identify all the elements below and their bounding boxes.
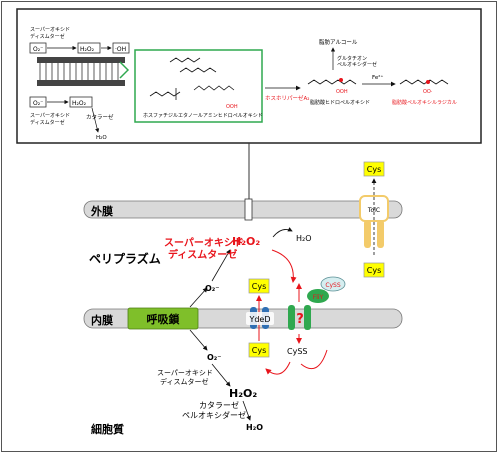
outer-membrane <box>83 200 403 219</box>
tolc-leg-right <box>377 220 384 248</box>
inset-sod-top-2: ディスムターゼ <box>30 33 65 40</box>
lipid-bilayer <box>37 57 130 86</box>
tolc-label: TolC <box>367 207 380 214</box>
h2o-cytoplasm: H₂O <box>246 423 263 432</box>
inset-h2o: H₂O <box>96 135 107 141</box>
fe-label: Fe²⁺ <box>372 74 383 81</box>
inset-sod-bottom-2: ディスムターゼ <box>30 119 65 126</box>
pla2-label: ホスホリパーゼA₂ <box>265 94 309 102</box>
inset-h2o2-top-box <box>77 42 101 54</box>
inset-oh-top: ·OH <box>115 46 126 53</box>
redox-cycle-right <box>300 349 328 370</box>
respiratory-chain-box <box>127 307 199 330</box>
cys-lower-box <box>363 262 385 278</box>
respiratory-chain-label: 呼吸鎖 <box>147 312 181 326</box>
cys-cytoplasm: Cys <box>252 346 267 355</box>
redox-cycle-top <box>271 249 297 283</box>
sod-cytoplasm-1: スーパーオキシド <box>157 369 213 377</box>
cyss-periplasm: CySS <box>325 282 341 289</box>
h2o-periplasm: H₂O <box>296 234 312 243</box>
sod-cytoplasm-2: ディスムターゼ <box>160 377 209 386</box>
cys-outside: Cys <box>367 165 382 174</box>
inset-sod-top-1: スーパーオキシド <box>30 27 70 33</box>
unknown-transporter-label: ? <box>296 312 304 327</box>
h2o2-cytoplasm: H₂O₂ <box>229 387 257 400</box>
inset-o2-top-box <box>29 42 47 54</box>
cys-periplasm-box <box>248 278 270 294</box>
inset-o2-top: O₂⁻ <box>33 46 43 53</box>
sod-periplasm-2: ディスムターゼ <box>168 248 237 261</box>
cys-outside-box <box>363 161 385 177</box>
inset-h2o2-bottom: H₂O₂ <box>72 100 87 107</box>
inset-sod-bottom-1: スーパーオキシド <box>30 113 70 119</box>
fa-hydroperoxide-chain <box>307 79 357 85</box>
inset-o2-bottom: O₂⁻ <box>33 100 43 107</box>
inset-h2o2-bottom-box <box>69 96 93 108</box>
fa-oo: OO· <box>423 89 433 95</box>
unknown-transporter-right <box>304 305 311 330</box>
fa-radical-label: 脂肪酸ペルオキシルラジカル <box>392 99 457 106</box>
sod-periplasm-1: スーパーオキシド <box>164 237 244 249</box>
ydeD-label-bg <box>246 312 274 325</box>
o2-cytoplasm: O₂⁻ <box>207 353 222 362</box>
cys-cytoplasm-box <box>248 342 270 358</box>
fliy-protein <box>307 289 329 303</box>
gpx-label-2: ペルオキシダーゼ <box>337 61 377 68</box>
cytoplasm-label: 細胞質 <box>91 422 124 436</box>
outer-membrane-label: 外膜 <box>90 204 113 218</box>
fa-hydroperoxide-site <box>339 78 343 82</box>
unknown-transporter-left <box>288 305 295 330</box>
pe-ooh-label: OOH <box>226 104 238 110</box>
fliy-label: FliY <box>313 294 324 301</box>
gpx-label-1: グルタチオン <box>337 55 367 62</box>
fa-radical-chain <box>399 79 449 85</box>
outer-membrane-marker <box>244 198 253 221</box>
h2o2-periplasm: H₂O₂ <box>232 235 260 248</box>
ydeD-label: YdeD <box>248 315 270 324</box>
cyss-periplasm-bubble <box>320 276 346 292</box>
cys-lower: Cys <box>367 266 382 275</box>
pe-label: ホスファチジルエタノールアミンヒドロペルオキシド <box>143 112 263 119</box>
fatty-alcohol-label: 脂肪アルコール <box>319 38 358 46</box>
peroxidase-label: ペルオキシダーゼ <box>182 410 246 420</box>
fa-radical-site <box>426 80 430 84</box>
cys-periplasm: Cys <box>252 282 267 291</box>
inset-h2o2-top: H₂O₂ <box>80 46 95 53</box>
pe-structure-box <box>134 49 263 123</box>
inner-membrane-label: 内膜 <box>91 313 113 327</box>
o2-periplasm: O₂⁻ <box>205 284 220 293</box>
pe-molecule <box>149 57 235 100</box>
inset-o2-bottom-box <box>29 96 47 108</box>
fa-hydroperoxide-label: 脂肪酸ヒドロペルオキシド <box>310 99 370 106</box>
inset-oh-top-box <box>112 42 130 54</box>
redox-cycle-bottom <box>265 361 291 375</box>
fa-ooh: OOH <box>336 89 348 95</box>
catalase-label: カタラーゼ <box>199 400 239 410</box>
cyss-cytoplasm: CySS <box>287 347 307 356</box>
tolc-leg-left <box>364 220 371 248</box>
periplasm-label: ペリプラズム <box>89 251 161 266</box>
inset-catalase: カタラーゼ <box>86 113 114 121</box>
